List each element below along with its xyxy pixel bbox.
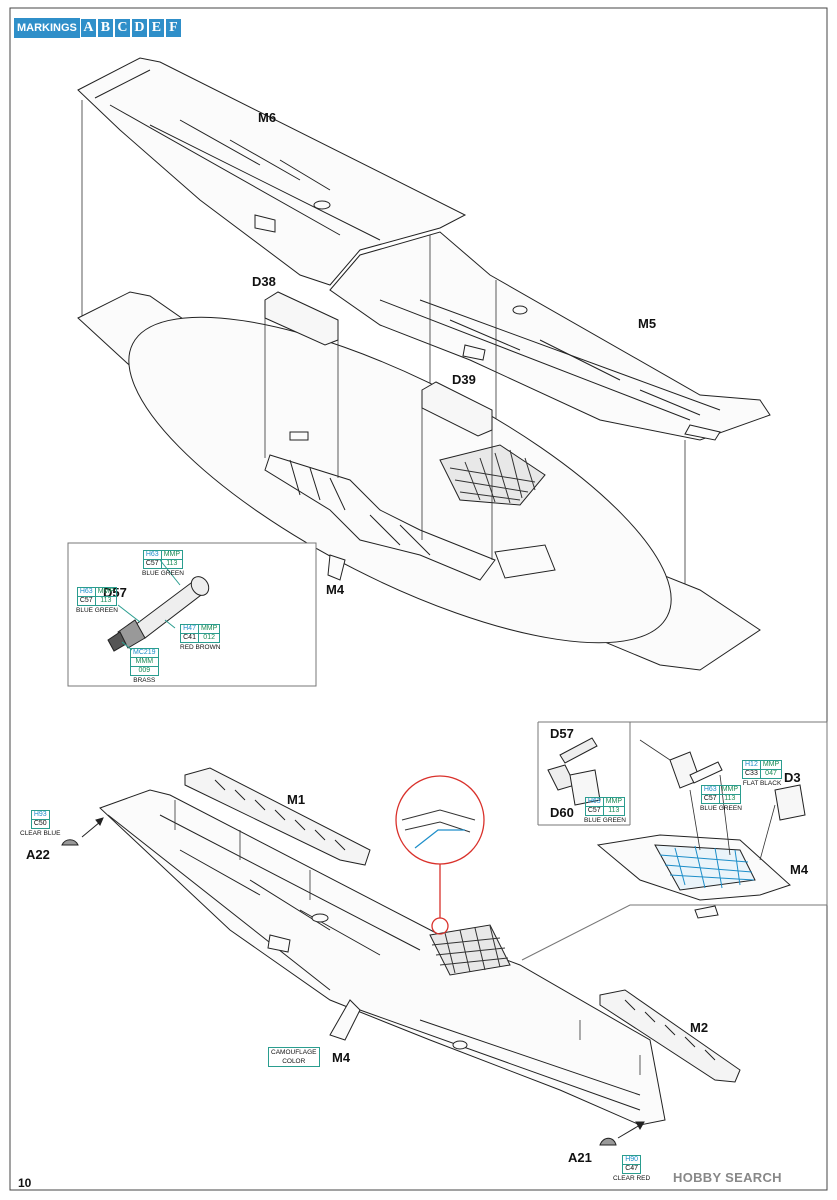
d57-bottle [107, 559, 210, 652]
markings-bar: MARKINGS A B C D E F [14, 18, 182, 38]
paint-callout-m4-camo: CAMOUFLAGE COLOR [268, 1047, 320, 1067]
flap-m2 [599, 989, 741, 1083]
marking-b: B [96, 18, 114, 38]
upper-wing-m6 [77, 57, 467, 286]
part-label-a21: A21 [568, 1150, 592, 1165]
part-label-m5: M5 [638, 316, 657, 331]
flap-m1 [184, 767, 371, 866]
paint-callout-d57-brass: MC219 MMM 009 BRASS [130, 648, 159, 685]
inset-cockpit [596, 751, 806, 919]
marking-f: F [164, 18, 182, 38]
page-number: 10 [18, 1176, 32, 1190]
light-a22 [61, 817, 104, 846]
part-label-d3: D3 [784, 770, 801, 785]
part-label-d38: D38 [252, 274, 276, 289]
upper-wing-m5 [329, 231, 771, 441]
part-label-m6: M6 [258, 110, 277, 125]
marking-d: D [130, 18, 148, 38]
marking-a: A [79, 18, 97, 38]
markings-label: MARKINGS [14, 18, 80, 38]
part-label-m4-inset: M4 [790, 862, 809, 877]
inset-d57-d60 [547, 737, 601, 806]
paint-callout-a22: H93 C50 CLEAR BLUE [20, 810, 61, 837]
part-label-m1: M1 [287, 792, 306, 807]
part-label-d39: D39 [452, 372, 476, 387]
part-label-a22: A22 [26, 847, 50, 862]
marking-e: E [147, 18, 165, 38]
light-a21 [599, 1121, 645, 1146]
part-label-m4-top: M4 [326, 582, 345, 597]
paint-callout-a21: H90 C47 CLEAR RED [613, 1155, 651, 1182]
watermark: HOBBY SEARCH [673, 1170, 782, 1185]
lower-wing-top [77, 291, 761, 671]
part-label-d60: D60 [550, 805, 574, 820]
part-label-m2: M2 [690, 1020, 709, 1035]
part-label-d57-inset: D57 [550, 726, 574, 741]
part-d38 [264, 291, 339, 478]
lower-wing-assembly [99, 789, 666, 1126]
part-label-m4-bottom: M4 [332, 1050, 351, 1065]
part-d39 [421, 381, 493, 560]
d57-detail-box [67, 542, 317, 687]
marking-c: C [113, 18, 131, 38]
